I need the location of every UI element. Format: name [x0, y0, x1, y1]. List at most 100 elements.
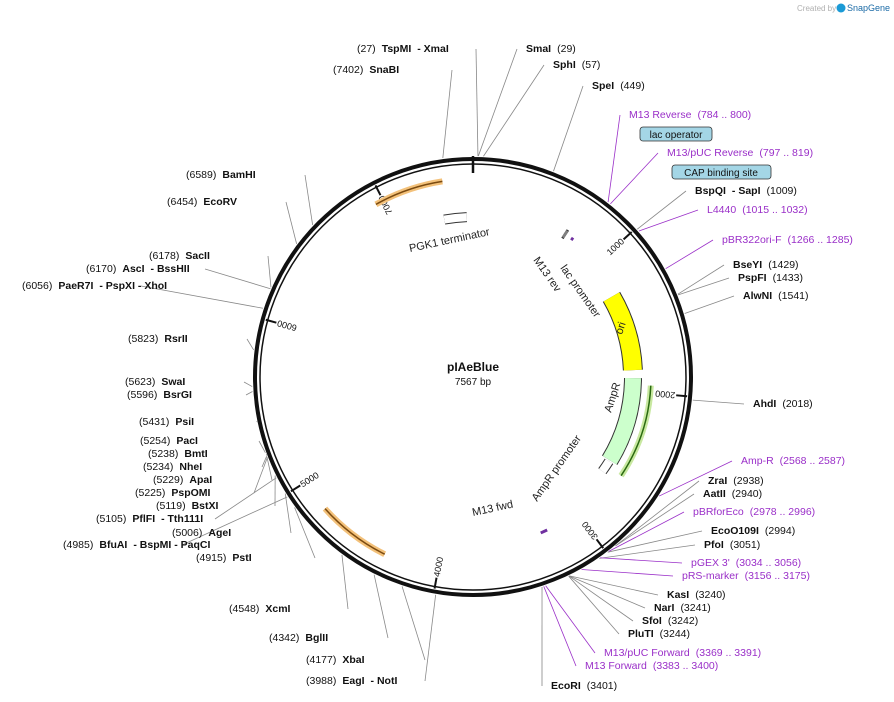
site-label-bsrgi[interactable]: (5596)BsrGI — [127, 389, 192, 401]
site-label-m13-reverse[interactable]: M13 Reverse(784 .. 800) — [629, 109, 751, 121]
site-label-apai[interactable]: (5229)ApaI — [153, 474, 212, 486]
m13-fwd-primer-mark[interactable] — [540, 528, 548, 535]
site-label-ecoo109i[interactable]: EcoO109I (2994) — [711, 525, 795, 537]
site-label-bseyi[interactable]: BseYI(1429) — [733, 259, 799, 271]
site-label-part: (2994) — [765, 525, 795, 537]
site-label-swai[interactable]: (5623)SwaI — [125, 376, 185, 388]
site-label-m13-puc-forward[interactable]: M13/pUC Forward(3369 .. 3391) — [604, 647, 761, 659]
tick-7000 — [374, 184, 382, 196]
site-label-sacii[interactable]: (6178)SacII — [149, 250, 210, 262]
site-label-alwni[interactable]: AlwNI(1541) — [743, 290, 809, 302]
site-label-eagi[interactable]: (3988)EagI- NotI — [306, 675, 397, 687]
leader-line-aatii — [615, 493, 695, 547]
site-label-part: EcoO109I — [711, 525, 759, 537]
site-label-part: - NotI — [371, 675, 398, 687]
site-label-kasi[interactable]: KasI(3240) — [667, 589, 726, 601]
lac-promoter-arrow[interactable] — [561, 230, 569, 239]
site-label-m13-forward[interactable]: M13 Forward(3383 .. 3400) — [585, 660, 718, 672]
tick-5000 — [290, 484, 301, 493]
site-label-aatii[interactable]: AatII(2940) — [703, 488, 762, 500]
site-label-bglii[interactable]: (4342)BglII — [269, 632, 328, 644]
site-label-bamhi[interactable]: (6589)BamHI — [186, 169, 256, 181]
site-label-part: AgeI — [208, 527, 231, 539]
site-label-part: (6056) — [22, 280, 52, 292]
site-label-sphi[interactable]: SphI(57) — [553, 59, 600, 71]
site-label-xbai[interactable]: (4177)XbaI — [306, 654, 365, 666]
site-label-pluti[interactable]: PluTI(3244) — [628, 628, 690, 640]
site-label-asci[interactable]: (6170)AscI- BssHII — [86, 263, 190, 275]
site-label-part: BspQI — [695, 185, 726, 197]
site-label-tspmi[interactable]: (27)TspMI- XmaI — [357, 43, 449, 55]
leader-line-m13-puc-reverse — [610, 152, 659, 205]
leader-line-apai — [266, 456, 273, 481]
cap-binding-site-box[interactable] — [671, 164, 772, 180]
site-label-pspomi[interactable]: (5225)PspOMI — [135, 487, 211, 499]
site-label-part: (5596) — [127, 389, 157, 401]
site-label-bfuai[interactable]: (4985)BfuAI- BspMI - PaqCI — [63, 539, 210, 551]
site-label-pfoi[interactable]: PfoI(3051) — [704, 539, 760, 551]
site-label-part: (4915) — [196, 552, 226, 564]
site-label-part: (3241) — [680, 602, 710, 614]
site-label-ecori[interactable]: EcoRI(3401) — [551, 680, 617, 692]
leader-line-pbr322ori-f — [665, 239, 714, 270]
site-label-part: (7402) — [333, 64, 363, 76]
site-label-part: (3240) — [695, 589, 725, 601]
site-label-pflfi[interactable]: (5105)PflFI- Tth111I — [96, 513, 203, 525]
site-label-part: - XmaI — [417, 43, 449, 55]
site-label-part: (2940) — [732, 488, 762, 500]
ampr-promoter-arrow[interactable] — [599, 459, 613, 474]
site-label-xcmi[interactable]: (4548)XcmI — [229, 603, 291, 615]
site-label-zrai[interactable]: ZraI(2938) — [708, 475, 764, 487]
m13-rev-primer-mark[interactable] — [570, 236, 575, 241]
site-label-nhei[interactable]: (5234)NheI — [143, 461, 202, 473]
site-label-smai[interactable]: SmaI(29) — [526, 43, 576, 55]
site-label-prs-marker[interactable]: pRS-marker(3156 .. 3175) — [682, 570, 810, 582]
site-label-psti[interactable]: (4915)PstI — [196, 552, 252, 564]
site-label-bmti[interactable]: (5238)BmtI — [148, 448, 208, 460]
snapgene-brand: SnapGene — [847, 3, 890, 13]
site-label-pgex-3[interactable]: pGEX 3'(3034 .. 3056) — [691, 557, 801, 569]
leader-line-psti — [294, 507, 316, 559]
site-label-amp-r[interactable]: Amp-R(2568 .. 2587) — [741, 455, 845, 467]
ori-arrow[interactable] — [603, 292, 642, 371]
site-label-paci[interactable]: (5254)PacI — [140, 435, 198, 447]
site-label-bstxi[interactable]: (5119)BstXI — [156, 500, 219, 512]
site-label-paer7i[interactable]: (6056)PaeR7I- PspXI - XhoI — [22, 280, 167, 292]
ampr-arrow[interactable] — [602, 377, 641, 465]
leader-line-xcmi — [341, 554, 349, 610]
tick-4000 — [433, 577, 438, 589]
site-label-part: (1429) — [768, 259, 798, 271]
site-label-rsrii[interactable]: (5823)RsrII — [128, 333, 188, 345]
site-label-ahdi[interactable]: AhdI(2018) — [753, 398, 813, 410]
site-label-l4440[interactable]: L4440(1015 .. 1032) — [707, 204, 808, 216]
pgk1-terminator-arrow[interactable] — [443, 213, 468, 224]
lac-operator-box[interactable] — [639, 126, 713, 142]
site-label-spei[interactable]: SpeI(449) — [592, 80, 645, 92]
site-label-agei[interactable]: (5006)AgeI — [172, 527, 231, 539]
site-label-bspqi[interactable]: BspQI- SapI(1009) — [695, 185, 797, 197]
m13-fwd-label: M13 fwd — [471, 499, 514, 519]
site-label-part: (2978 .. 2996) — [750, 506, 815, 518]
site-label-nari[interactable]: NarI(3241) — [654, 602, 711, 614]
orange-band-0[interactable] — [374, 178, 443, 208]
leader-line-paer7i — [140, 285, 264, 309]
leader-line-bspqi — [636, 190, 687, 230]
site-label-snabi[interactable]: (7402)SnaBI — [333, 64, 399, 76]
site-label-part: (2568 .. 2587) — [780, 455, 845, 467]
site-label-psii[interactable]: (5431)PsiI — [139, 416, 194, 428]
site-label-pbr322ori-f[interactable]: pBR322ori-F(1266 .. 1285) — [722, 234, 853, 246]
site-label-m13-puc-reverse[interactable]: M13/pUC Reverse(797 .. 819) — [667, 147, 813, 159]
tick-label-5000: 5000 — [298, 470, 320, 489]
site-label-ecorv[interactable]: (6454)EcoRV — [167, 196, 237, 208]
leader-line-nari — [569, 575, 646, 609]
site-label-part: (4342) — [269, 632, 299, 644]
site-label-part: (797 .. 819) — [759, 147, 813, 159]
site-label-part: BamHI — [222, 169, 255, 181]
site-label-pbrforeco[interactable]: pBRforEco(2978 .. 2996) — [693, 506, 815, 518]
site-label-part: (5105) — [96, 513, 126, 525]
site-label-pspfi[interactable]: PspFI(1433) — [738, 272, 803, 284]
site-label-sfoi[interactable]: SfoI(3242) — [642, 615, 698, 627]
leader-line-pflfi — [214, 477, 277, 520]
leader-line-kasi — [569, 575, 659, 596]
site-label-part: SmaI — [526, 43, 551, 55]
